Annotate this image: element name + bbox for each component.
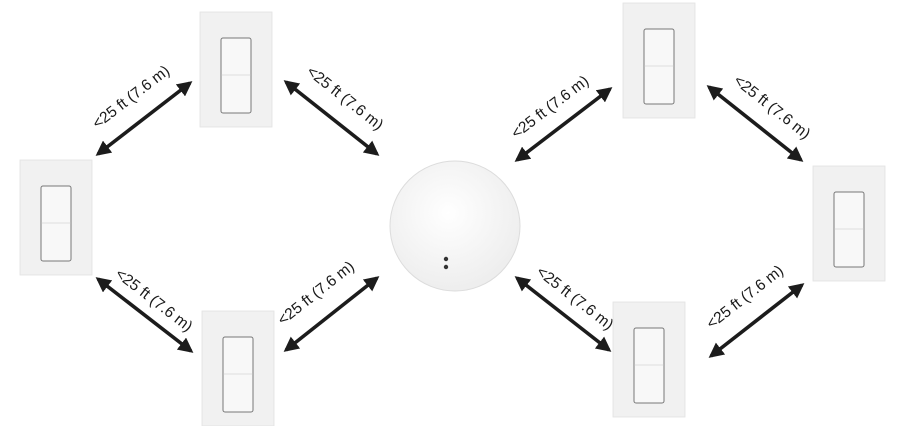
wall-switch-top-left bbox=[199, 11, 273, 128]
switch-paddle bbox=[220, 37, 252, 114]
double-arrow bbox=[708, 283, 805, 358]
hub-body bbox=[389, 160, 521, 292]
range-link-hub-to-bottom-right: <25 ft (7.6 m) bbox=[514, 263, 616, 352]
range-link-hub-to-top-right: <25 ft (7.6 m) bbox=[508, 73, 613, 162]
hub-led-top bbox=[443, 256, 449, 262]
wall-switch-top-right bbox=[622, 2, 696, 119]
wall-switch-left bbox=[19, 159, 93, 276]
double-arrow bbox=[95, 277, 194, 353]
double-arrow bbox=[706, 85, 804, 162]
range-link-bottom-left-to-hub: <25 ft (7.6 m) bbox=[275, 258, 380, 352]
wall-switch-bottom-right bbox=[612, 301, 686, 418]
range-link-top-left-to-left: <25 ft (7.6 m) bbox=[89, 62, 193, 156]
double-arrow bbox=[283, 80, 380, 156]
distance-label: <25 ft (7.6 m) bbox=[89, 62, 173, 132]
range-link-top-right-to-right: <25 ft (7.6 m) bbox=[706, 72, 813, 162]
double-arrow bbox=[514, 87, 613, 162]
switch-paddle bbox=[833, 191, 865, 268]
smart-bridge-hub bbox=[389, 160, 521, 292]
range-link-top-left-to-hub: <25 ft (7.6 m) bbox=[283, 63, 386, 156]
switch-paddle bbox=[643, 28, 675, 105]
double-arrow bbox=[514, 276, 612, 352]
switch-paddle bbox=[633, 327, 665, 404]
range-link-bottom-right-to-right: <25 ft (7.6 m) bbox=[704, 262, 805, 358]
distance-label: <25 ft (7.6 m) bbox=[704, 262, 787, 332]
hub-led-bottom bbox=[443, 264, 449, 270]
range-link-left-to-bottom-left: <25 ft (7.6 m) bbox=[95, 265, 196, 353]
wall-switch-bottom-left bbox=[201, 310, 275, 426]
distance-label: <25 ft (7.6 m) bbox=[508, 73, 592, 143]
switch-paddle bbox=[40, 185, 72, 262]
distance-label: <25 ft (7.6 m) bbox=[275, 258, 358, 329]
double-arrow bbox=[283, 276, 380, 352]
switch-paddle bbox=[222, 336, 254, 413]
double-arrow bbox=[95, 81, 193, 156]
distance-label: <25 ft (7.6 m) bbox=[730, 72, 813, 143]
distance-label: <25 ft (7.6 m) bbox=[303, 63, 386, 134]
wall-switch-right bbox=[812, 165, 886, 282]
